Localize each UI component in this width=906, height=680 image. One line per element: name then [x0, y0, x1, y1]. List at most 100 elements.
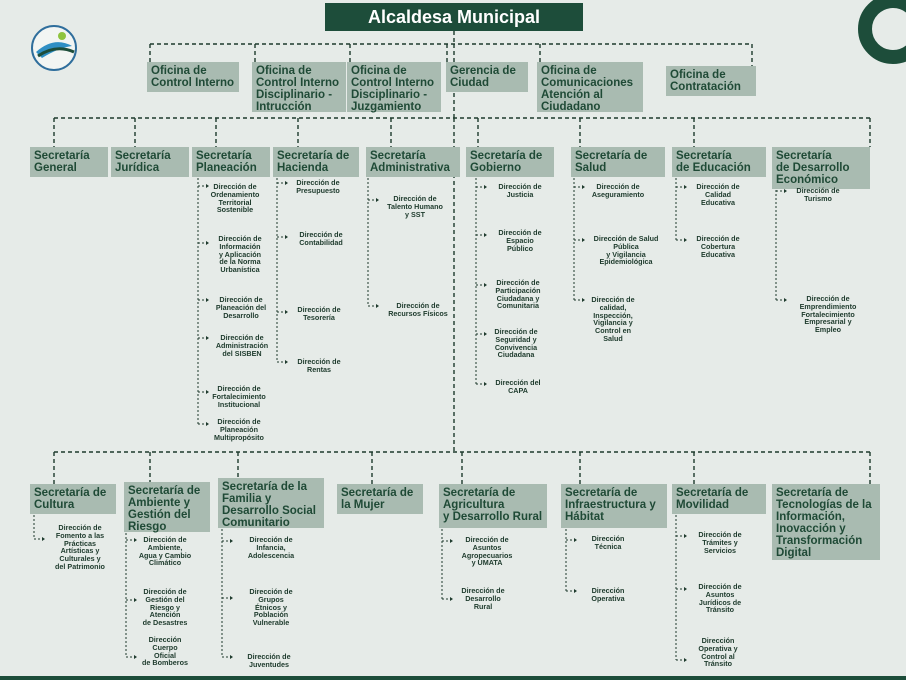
direccion-informacion-norma: Dirección de Información y Aplicación de…	[218, 234, 262, 275]
secretaria-planeacion: Secretaría Planeación	[192, 147, 270, 177]
arrow-icon	[230, 539, 233, 543]
arrow-icon	[42, 537, 45, 541]
office-control-interno: Oficina de Control Interno	[147, 62, 239, 92]
direccion-desarrollo-rural: Dirección de Desarrollo Rural	[461, 586, 505, 611]
arrow-icon	[582, 185, 585, 189]
page-title: Alcaldesa Municipal	[325, 3, 583, 31]
arrow-icon	[206, 241, 209, 245]
direccion-justicia: Dirección de Justicia	[498, 182, 542, 199]
secretaria-salud: Secretaría de Salud	[571, 147, 665, 177]
secretaria-familia: Secretaría de la Familia y Desarrollo So…	[218, 478, 324, 529]
secretaria-infraestructura: Secretaría de Infraestructura y Hábitat	[561, 484, 667, 528]
direccion-recursos-fisicos: Dirección de Recursos Físicos	[388, 301, 448, 318]
direccion-asuntos-agropecuarios: Dirección de Asuntos Agropecuarios y UMA…	[461, 535, 513, 568]
arrow-icon	[285, 360, 288, 364]
arrow-icon	[484, 233, 487, 237]
direccion-emprendimiento: Dirección de Emprendimiento Fortalecimie…	[799, 294, 857, 335]
secretaria-educacion: Secretaría de Educación	[672, 147, 766, 177]
arrow-icon	[206, 336, 209, 340]
secretaria-gobierno: Secretaría de Gobierno	[466, 147, 554, 177]
direccion-participacion: Dirección de Participación Ciudadana y C…	[495, 278, 541, 311]
direccion-ordenamiento: Dirección de Ordenamiento Territorial So…	[210, 182, 260, 215]
arrow-icon	[230, 655, 233, 659]
arrow-icon	[206, 422, 209, 426]
direccion-contabilidad: Dirección de Contabilidad	[299, 230, 343, 247]
arrow-icon	[582, 238, 585, 242]
direccion-talento-humano: Dirección de Talento Humano y SST	[387, 194, 443, 219]
arrow-icon	[134, 598, 137, 602]
arrow-icon	[134, 538, 137, 542]
arrow-icon	[285, 310, 288, 314]
direccion-capa: Dirección del CAPA	[495, 378, 541, 395]
direccion-planeacion-multiproposito: Dirección de Planeación Multipropósito	[214, 417, 264, 442]
direccion-tesoreria: Dirección de Tesorería	[297, 305, 341, 322]
direccion-calidad-educativa: Dirección de Calidad Educativa	[696, 182, 740, 207]
arrow-icon	[684, 238, 687, 242]
arrow-icon	[484, 382, 487, 386]
direccion-planeacion-desarrollo: Dirección de Planeación del Desarrollo	[215, 295, 267, 320]
secretaria-movilidad: Secretaría de Movilidad	[672, 484, 766, 514]
direccion-control-transito: Dirección Operativa y Control al Tránsit…	[698, 636, 738, 669]
office-control-disciplinario-juzgamiento: Oficina de Control Interno Disciplinario…	[347, 62, 441, 113]
secretaria-juridica: Secretaría Jurídica	[111, 147, 189, 177]
secretaria-hacienda: Secretaría de Hacienda	[273, 147, 359, 177]
direccion-turismo: Dirección de Turismo	[796, 186, 840, 203]
arrow-icon	[376, 198, 379, 202]
office-gerencia-ciudad: Gerencia de Ciudad	[446, 62, 528, 92]
direccion-seguridad: Dirección de Seguridad y Convivencia Ciu…	[494, 327, 538, 360]
arrow-icon	[574, 589, 577, 593]
arrow-icon	[134, 655, 137, 659]
arrow-icon	[484, 283, 487, 287]
logo-icon	[31, 25, 77, 71]
office-control-disciplinario-instruccion: Oficina de Control Interno Disciplinario…	[252, 62, 346, 113]
arrow-icon	[684, 185, 687, 189]
direccion-sisben: Dirección de Administración del SISBEN	[215, 333, 269, 358]
direccion-gestion-riesgo: Dirección de Gestión del Riesgo y Atenci…	[142, 587, 188, 628]
direccion-juridicos-transito: Dirección de Asuntos Jurídicos de Tránsi…	[698, 582, 742, 615]
direccion-fortalecimiento: Dirección de Fortalecimiento Institucion…	[212, 384, 266, 409]
arrow-icon	[230, 596, 233, 600]
arrow-icon	[450, 539, 453, 543]
secretaria-mujer: Secretaría de la Mujer	[337, 484, 423, 514]
arrow-icon	[206, 184, 209, 188]
direccion-infancia: Dirección de Infancia, Adolescencia	[247, 535, 295, 560]
direccion-ambiente: Dirección de Ambiente, Agua y Cambio Cli…	[138, 535, 192, 568]
bottom-bar	[0, 676, 906, 680]
arrow-icon	[784, 189, 787, 193]
arrow-icon	[684, 587, 687, 591]
direccion-cobertura-educativa: Dirección de Cobertura Educativa	[696, 234, 740, 259]
office-contratacion: Oficina de Contratación	[666, 66, 756, 96]
secretaria-administrativa: Secretaría Administrativa	[366, 147, 460, 177]
secretaria-tecnologias: Secretaría de Tecnologías de la Informac…	[772, 484, 880, 560]
direccion-tecnica: Dirección Técnica	[591, 534, 625, 551]
secretaria-agricultura: Secretaría de Agricultura y Desarrollo R…	[439, 484, 547, 528]
direccion-presupuesto: Dirección de Presupuesto	[296, 178, 340, 195]
direccion-bomberos: Dirección Cuerpo Oficial de Bomberos	[142, 635, 188, 668]
arrow-icon	[285, 235, 288, 239]
direccion-juventudes: Dirección de Juventudes	[247, 652, 291, 669]
direccion-tramites: Dirección de Trámites y Servicios	[698, 530, 742, 555]
arrow-icon	[450, 597, 453, 601]
secretaria-general: Secretaría General	[30, 147, 108, 177]
direccion-calidad-salud: Dirección de calidad, Inspección, Vigila…	[591, 295, 635, 343]
arrow-icon	[684, 658, 687, 662]
secretaria-desarrollo-economico: Secretaría de Desarrollo Económico	[772, 147, 870, 189]
arrow-icon	[484, 185, 487, 189]
direccion-grupos-etnicos: Dirección de Grupos Étnicos y Población …	[249, 587, 293, 628]
secretaria-cultura: Secretaría de Cultura	[30, 484, 116, 514]
direccion-salud-publica: Dirección de Salud Pública y Vigilancia …	[593, 234, 659, 267]
direccion-operativa: Dirección Operativa	[591, 586, 625, 603]
arrow-icon	[582, 298, 585, 302]
arrow-icon	[206, 390, 209, 394]
arrow-icon	[285, 181, 288, 185]
arrow-icon	[684, 534, 687, 538]
direccion-rentas: Dirección de Rentas	[297, 357, 341, 374]
arrow-icon	[376, 304, 379, 308]
arrow-icon	[574, 538, 577, 542]
arrow-icon	[206, 298, 209, 302]
direccion-aseguramiento: Dirección de Aseguramiento	[591, 182, 645, 199]
arrow-icon	[484, 332, 487, 336]
office-comunicaciones: Oficina de Comunicaciones Atención al Ci…	[537, 62, 643, 113]
